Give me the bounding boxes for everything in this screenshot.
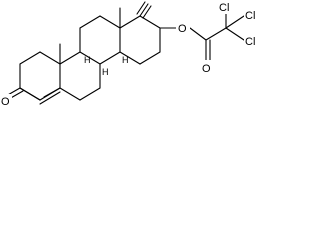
chlorine-3-label: Cl <box>245 36 255 48</box>
chlorine-1-label: Cl <box>219 2 229 14</box>
ketone-oxygen-label: O <box>1 96 10 108</box>
methyl-groups <box>59 7 121 65</box>
ring-c <box>79 15 121 65</box>
chlorine-2-label: Cl <box>245 10 255 22</box>
atom-labels: O O O Cl Cl Cl <box>0 0 262 108</box>
ring-a <box>19 51 61 105</box>
molecule-diagram: O O O Cl Cl Cl H H H <box>0 0 262 108</box>
ring-b <box>59 51 101 101</box>
trichloromethyl-group <box>225 11 245 41</box>
h-c9-label: H <box>102 67 109 77</box>
carbonyl-oxygen-label: O <box>202 63 211 75</box>
ester-group <box>159 27 227 61</box>
structure-canvas: O O O Cl Cl Cl H H H <box>0 0 262 108</box>
ester-oxygen-label: O <box>178 23 187 35</box>
h-c14-label: H <box>122 55 129 65</box>
stereo-hydrogens: H H H <box>84 55 129 77</box>
ethynyl-group <box>136 1 152 19</box>
h-c8-label: H <box>84 55 91 65</box>
